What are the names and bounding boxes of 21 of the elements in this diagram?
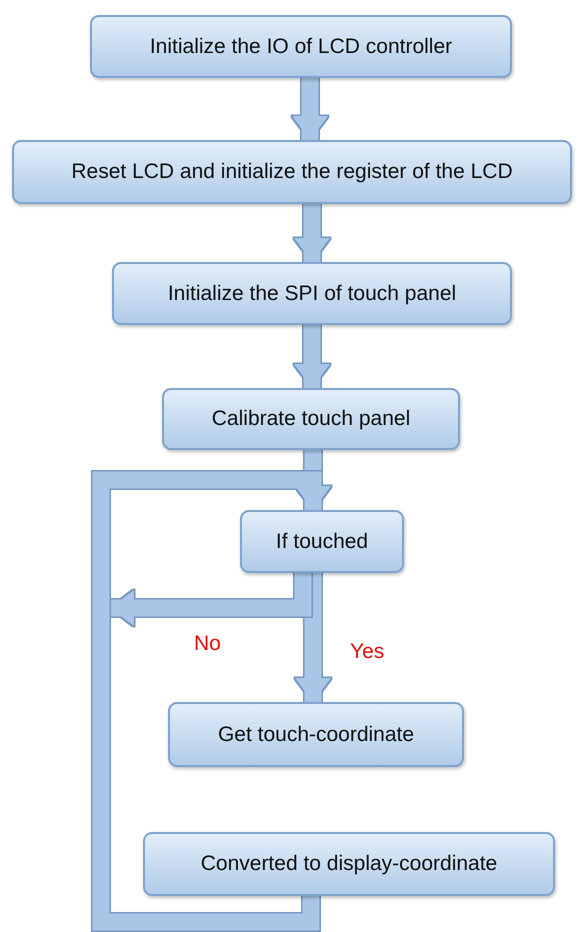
block-arrow [92, 472, 331, 930]
edge-label: Yes [350, 640, 384, 664]
process-box [143, 832, 555, 896]
step-text: Reset LCD and initialize the register of the LCD [70, 160, 514, 184]
step-text: Get touch-coordinate [216, 722, 416, 746]
step-text: If touched [274, 530, 370, 554]
process-box [168, 702, 464, 767]
process-box [90, 15, 512, 78]
step-text: Converted to display-coordinate [200, 852, 498, 876]
block-arrow [294, 325, 330, 388]
process-box [12, 140, 572, 204]
process-box [162, 388, 460, 450]
block-arrow [295, 573, 331, 702]
block-arrow [294, 204, 330, 262]
process-box [112, 262, 512, 325]
block-arrow [292, 78, 328, 140]
edge-label: No [194, 632, 221, 656]
step-text: Initialize the SPI of touch panel [166, 282, 458, 306]
step-text: Calibrate touch panel [210, 407, 412, 431]
process-box [240, 510, 404, 573]
step-text: Initialize the IO of LCD controller [148, 34, 454, 58]
